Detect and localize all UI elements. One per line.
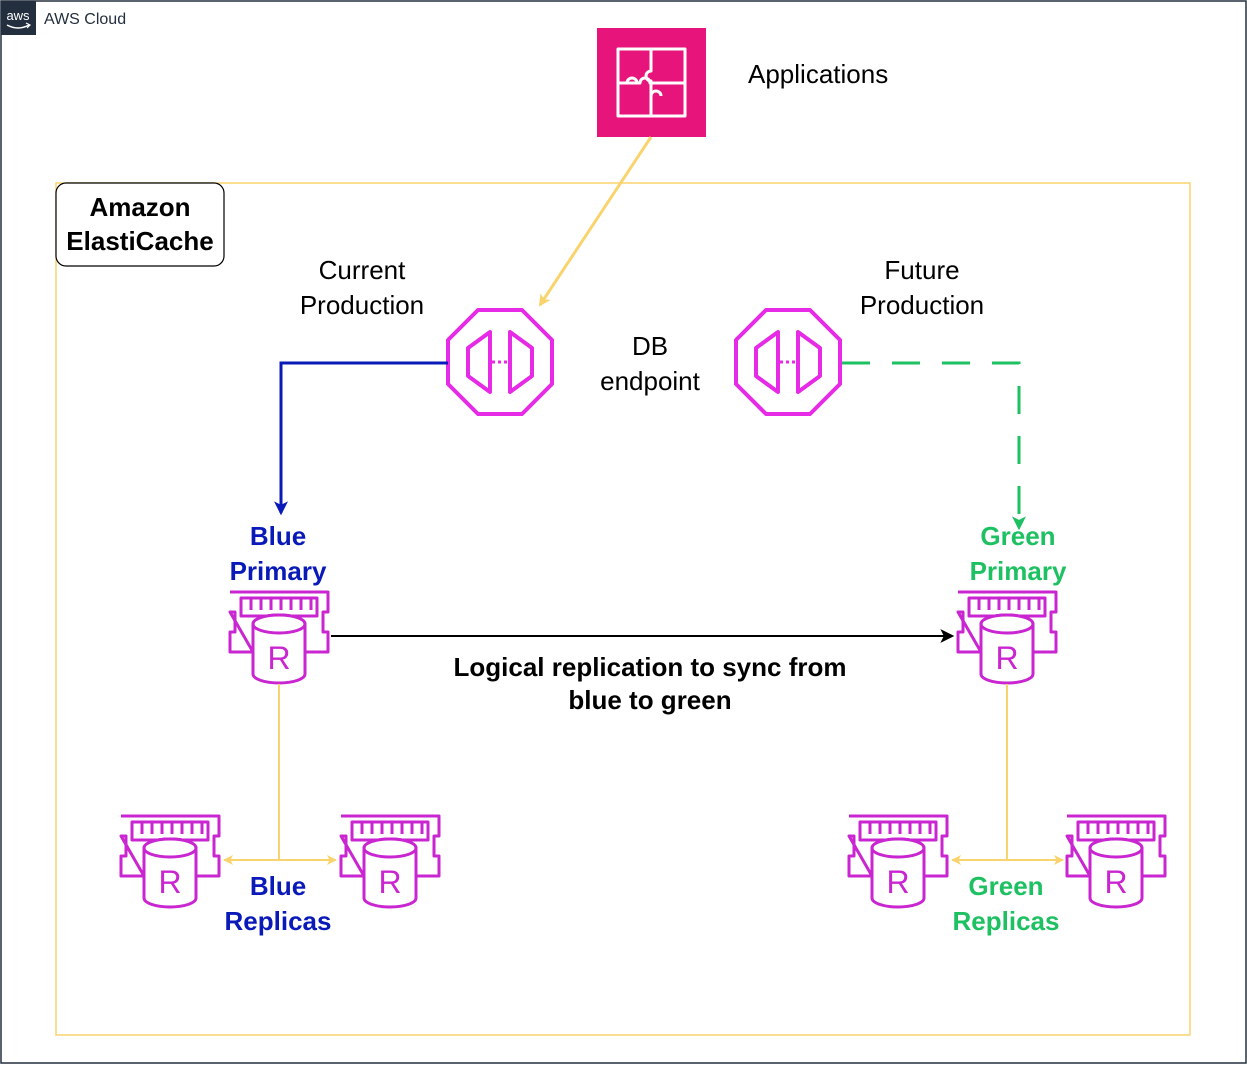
puzzle-icon [597,28,706,137]
green-primary-label-line1: Green [980,521,1055,551]
green-replicas-label-line2: Replicas [953,906,1060,936]
db-endpoint-label-line2: endpoint [600,366,701,396]
blue-replicas-label-line1: Blue [250,871,306,901]
replication-label-line2: blue to green [568,685,731,715]
current-production-label-line1: Current [319,255,406,285]
aws-cloud-label: AWS Cloud [44,11,126,28]
applications-label: Applications [748,59,888,89]
green-primary-label-line2: Primary [970,556,1067,586]
future-production-label-line2: Production [860,290,984,320]
elasticache-title-line2: ElastiCache [66,226,213,256]
blue-primary-label-line1: Blue [250,521,306,551]
aws-logo-text: aws [6,8,30,23]
db-endpoint-label-line1: DB [632,331,668,361]
future-production-label-line1: Future [884,255,959,285]
elasticache-title-box [55,182,225,267]
green-replicas-label-line1: Green [968,871,1043,901]
current-to-blue-connector [274,361,448,516]
blue-replicas-label-line2: Replicas [225,906,332,936]
elasticache-title-line1: Amazon [89,192,190,222]
future-to-green-connector [842,361,1026,531]
current-production-label-line2: Production [300,290,424,320]
elasticache-group [55,182,1191,1036]
blue-primary-label-line2: Primary [230,556,327,586]
replication-label-line1: Logical replication to sync from [454,652,847,682]
aws-logo-icon: aws [1,1,36,35]
app-to-endpoint-connector [538,136,653,307]
